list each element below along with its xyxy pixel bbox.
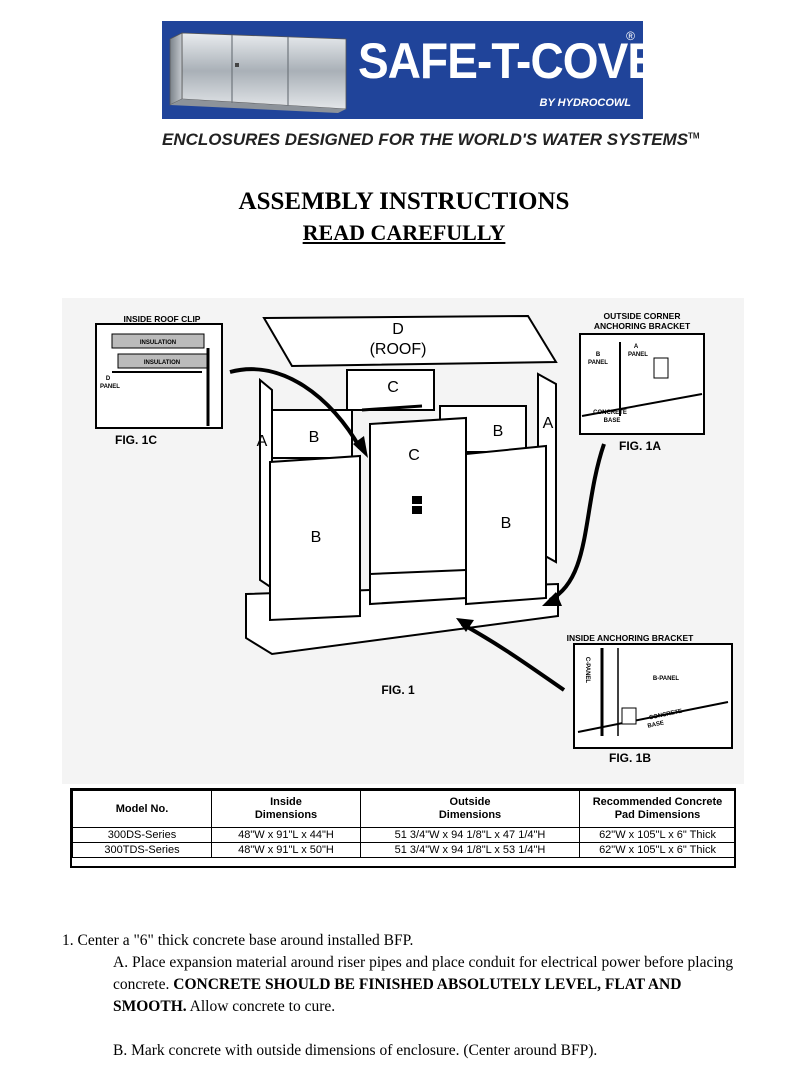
label-1a-b: B: [596, 352, 601, 358]
tagline-text: ENCLOSURES DESIGNED FOR THE WORLD'S WATE…: [162, 130, 689, 149]
label-b-back-right: B: [493, 423, 504, 440]
label-1a-concrete: CONCRETE: [593, 410, 627, 416]
header-model: Model No.: [72, 790, 212, 828]
inset-1c-title: INSIDE ROOF CLIP: [124, 314, 201, 324]
page-title: ASSEMBLY INSTRUCTIONS: [238, 188, 570, 215]
cell-model: 300DS-Series: [72, 827, 212, 843]
roof-panel: [262, 314, 558, 368]
step-1a-cure: Allow concrete to cure.: [189, 998, 336, 1015]
label-a-left: A: [257, 433, 268, 450]
label-1c-panel: PANEL: [100, 384, 120, 390]
cell-inside: 48"W x 91"L x 50"H: [211, 842, 361, 858]
table-row: 300TDS-Series 48"W x 91"L x 50"H 51 3/4"…: [72, 842, 736, 858]
brand-name: SAFE-T-COVER: [358, 33, 690, 89]
subtitle-text: READ CAREFULLY: [302, 220, 506, 245]
inset-fig-1b: [573, 643, 733, 749]
brand-byline: BY HYDROCOWL: [539, 97, 631, 109]
label-roof-d: D: [392, 321, 404, 338]
label-b-front-right: B: [501, 515, 512, 532]
cell-inside: 48"W x 91"L x 44"H: [211, 827, 361, 843]
inset-fig-1c: [95, 323, 223, 429]
cell-pad: 62"W x 105"L x 6" Thick: [579, 827, 736, 843]
cell-model: 300TDS-Series: [72, 842, 212, 858]
inset-1a-title-2: ANCHORING BRACKET: [594, 321, 691, 331]
cell-outside: 51 3/4"W x 94 1/8"L x 47 1/4"H: [360, 827, 580, 843]
label-a-right: A: [543, 415, 554, 432]
label-1b-c-panel: C-PANEL: [584, 657, 590, 684]
inset-1a-title-1: OUTSIDE CORNER: [604, 311, 681, 321]
label-1a-b-panel: PANEL: [588, 360, 608, 366]
inset-fig-1a: [579, 333, 705, 435]
step-1a-warning: CONCRETE SHOULD BE FINISHED ABSOLUTELY L…: [113, 976, 682, 1015]
panel-c-back: [346, 369, 435, 411]
assembly-figure: D (ROOF) C C B B B B A A FIG. 1 FIG. 1C …: [62, 298, 744, 784]
label-1c-d: D: [106, 376, 111, 382]
label-1b-base: BASE: [647, 720, 665, 729]
step-1: 1. Center a "6" thick concrete base arou…: [62, 932, 414, 949]
page-subtitle: READ CAREFULLY: [0, 220, 808, 246]
label-b-front-left: B: [311, 529, 322, 546]
caption-fig-1c: FIG. 1C: [115, 433, 157, 447]
caption-fig-1: FIG. 1: [381, 683, 415, 697]
caption-fig-1a: FIG. 1A: [619, 439, 661, 453]
tagline: ENCLOSURES DESIGNED FOR THE WORLD'S WATE…: [162, 130, 700, 150]
registered-mark: ®: [626, 29, 635, 43]
caption-fig-1b: FIG. 1B: [609, 751, 651, 765]
label-insulation-1: INSULATION: [140, 340, 176, 346]
label-c-back: C: [387, 379, 399, 396]
inset-1b-title: INSIDE ANCHORING BRACKET: [567, 633, 695, 643]
step-1a: A. Place expansion material around riser…: [113, 952, 752, 1018]
step-1b: B. Mark concrete with outside dimensions…: [113, 1042, 598, 1059]
label-b-back-left: B: [309, 429, 320, 446]
panel-b-front-left: [269, 454, 361, 622]
assembly-diagram: D (ROOF) C C B B B B A A FIG. 1 FIG. 1C …: [62, 298, 744, 784]
instructions: 1. Center a "6" thick concrete base arou…: [62, 930, 752, 1062]
enclosure-illustration: [169, 32, 347, 113]
label-1a-base: BASE: [604, 418, 621, 424]
label-c-front: C: [408, 447, 420, 464]
label-1b-b-panel: B-PANEL: [653, 676, 680, 682]
label-insulation-2: INSULATION: [144, 360, 180, 366]
label-roof: (ROOF): [370, 341, 427, 358]
label-1a-a: A: [634, 344, 639, 350]
step-1a-text: A. Place expansion material around riser…: [113, 954, 734, 993]
label-1a-a-panel: PANEL: [628, 352, 648, 358]
trademark-mark: TM: [688, 131, 700, 141]
brand-logo: SAFE-T-COVER ® BY HYDROCOWL: [162, 21, 690, 119]
table-row: 300DS-Series 48"W x 91"L x 44"H 51 3/4"W…: [72, 827, 736, 843]
cell-outside: 51 3/4"W x 94 1/8"L x 53 1/4"H: [360, 842, 580, 858]
cell-pad: 62"W x 105"L x 6" Thick: [579, 842, 736, 858]
